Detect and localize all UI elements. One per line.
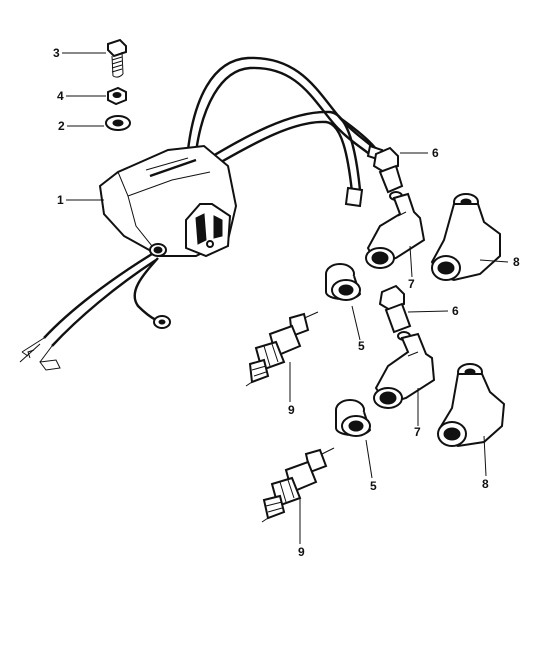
svg-text:8: 8 [513, 255, 520, 269]
callout-5-lower: 5 [365, 439, 377, 493]
svg-text:7: 7 [408, 277, 415, 291]
plug-cover-lower [437, 363, 506, 448]
callout-3: 3 [53, 46, 106, 60]
spark-plug-lower [261, 447, 335, 523]
plug-cover-upper [430, 193, 501, 282]
ignition-coil [19, 56, 384, 371]
svg-text:5: 5 [370, 479, 377, 493]
callout-6-upper: 6 [400, 146, 439, 160]
svg-text:7: 7 [414, 425, 421, 439]
svg-text:8: 8 [482, 477, 489, 491]
callout-7-lower: 7 [414, 388, 421, 439]
callout-9-lower: 9 [298, 498, 305, 559]
callout-6-lower: 6 [407, 304, 459, 318]
callout-8-upper: 8 [479, 255, 520, 269]
nut [107, 86, 127, 106]
spark-plug-cap-upper [365, 192, 426, 269]
bolt [107, 38, 127, 78]
svg-text:5: 5 [358, 339, 365, 353]
spark-plug-upper [245, 311, 319, 387]
svg-text:9: 9 [288, 403, 295, 417]
callout-5-upper: 5 [351, 305, 365, 353]
spark-plug-connector-lower [378, 284, 412, 341]
svg-text:1: 1 [57, 193, 64, 207]
svg-text:9: 9 [298, 545, 305, 559]
callout-2: 2 [58, 119, 104, 133]
callout-4: 4 [57, 89, 106, 103]
callout-9-upper: 9 [288, 362, 295, 417]
svg-text:6: 6 [432, 146, 439, 160]
callout-1: 1 [57, 193, 104, 207]
spark-plug-connector-upper [372, 146, 404, 201]
svg-text:6: 6 [452, 304, 459, 318]
svg-text:4: 4 [57, 89, 64, 103]
seal-upper [325, 263, 362, 301]
seal-lower [335, 399, 372, 437]
svg-text:2: 2 [58, 119, 65, 133]
callout-7-upper: 7 [408, 245, 415, 291]
spark-plug-cap-lower [373, 332, 436, 409]
svg-text:3: 3 [53, 46, 60, 60]
washer [105, 115, 131, 131]
callout-8-lower: 8 [482, 435, 489, 491]
